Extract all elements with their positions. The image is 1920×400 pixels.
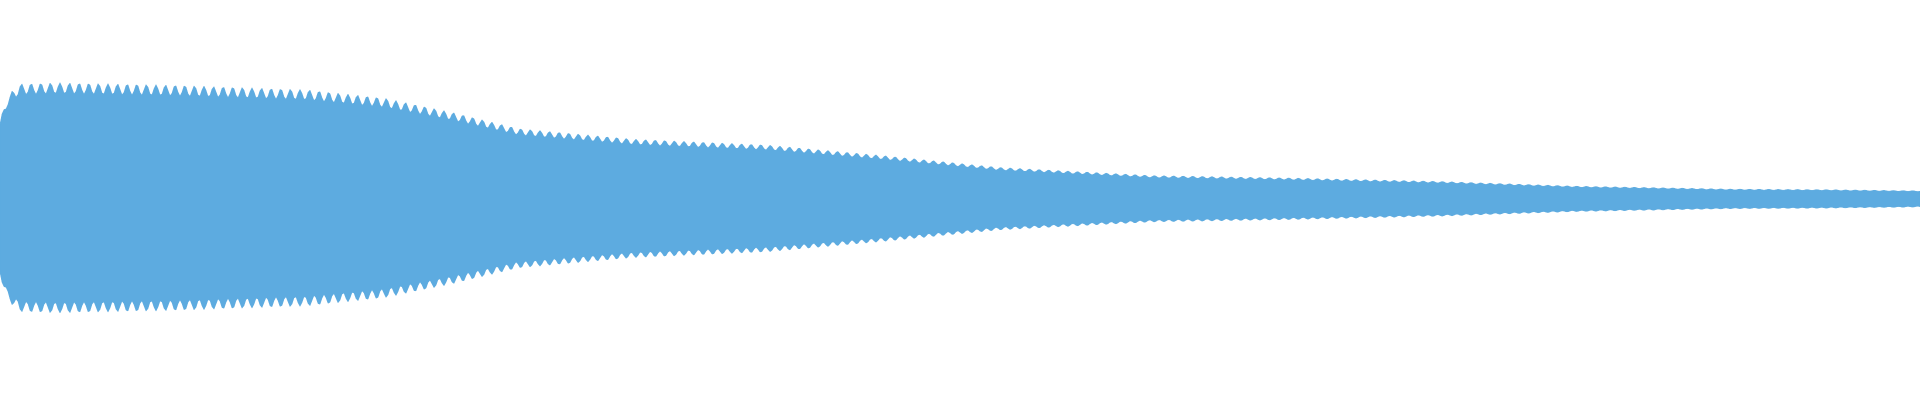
waveform-shape [0, 82, 1920, 314]
